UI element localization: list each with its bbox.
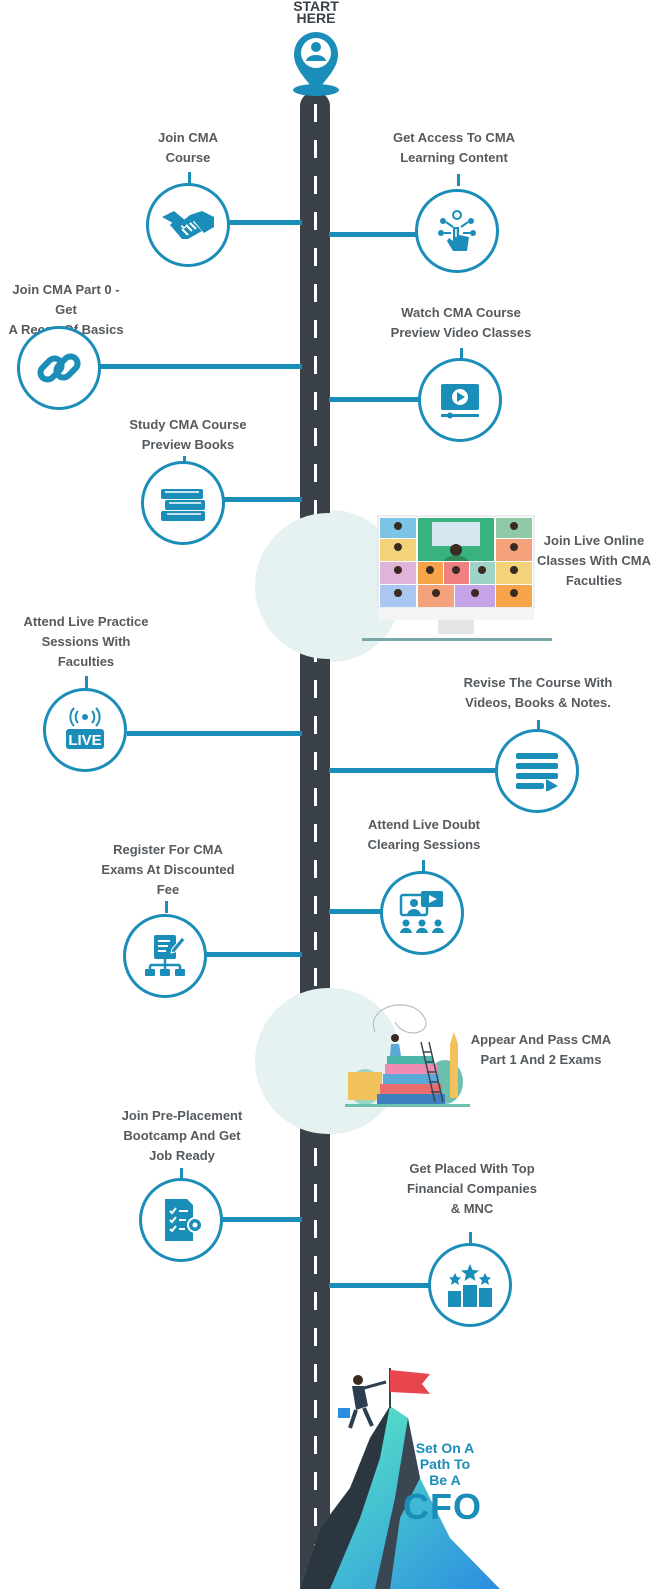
step-label-join-live-online: Join Live Online Classes With CMA Facult… (536, 533, 652, 588)
start-pin-icon (293, 32, 339, 96)
cfo-line-2: Path To (419, 1456, 471, 1472)
step-node-register-exams[interactable] (123, 914, 207, 998)
step-node-revise-course[interactable] (495, 729, 579, 813)
road-dash (314, 752, 317, 770)
podium-stars-icon (448, 1264, 492, 1307)
road-dash (314, 824, 317, 842)
step-label-get-access-content: Get Access To CMA Learning Content (392, 130, 516, 165)
cfo-title: CFO (403, 1486, 482, 1527)
step-label-get-placed: Get Placed With Top Financial Companies … (406, 1161, 538, 1216)
video-conference-illustration (362, 515, 552, 641)
road-dash (314, 248, 317, 266)
step-node-get-placed[interactable] (428, 1243, 512, 1327)
road-dash (314, 1148, 317, 1166)
road-dash (314, 1292, 317, 1310)
link-icon (37, 353, 81, 383)
cfo-line-3: Be A (429, 1472, 461, 1488)
road-dash (314, 104, 317, 122)
step-label-join-cma-course: Join CMA Course (158, 130, 218, 165)
road-dash (314, 392, 317, 410)
step-label-doubt-clearing: Attend Live Doubt Clearing Sessions (367, 817, 481, 852)
road-dash (314, 1184, 317, 1202)
road-dash (314, 968, 317, 986)
road-dash (314, 428, 317, 446)
touch-hand-icon (438, 210, 476, 251)
step-label-study-books: Study CMA Course Preview Books (129, 417, 247, 452)
step-node-doubt-clearing[interactable] (380, 871, 464, 955)
road-dash (314, 896, 317, 914)
road-dash (314, 860, 317, 878)
road-dash (314, 932, 317, 950)
step-node-attend-practice[interactable]: LIVE (43, 688, 127, 772)
checklist-gear-icon (165, 1199, 203, 1241)
road-dash (314, 680, 317, 698)
road-dash (314, 1220, 317, 1238)
mountain-climber-illustration (300, 1368, 500, 1589)
road-dash (314, 788, 317, 806)
step-node-watch-preview[interactable] (418, 358, 502, 442)
road-dash (314, 1400, 317, 1418)
road-dash (314, 1472, 317, 1490)
step-label-pass-exams: Appear And Pass CMA Part 1 And 2 Exams (470, 1032, 612, 1067)
road-dash (314, 1508, 317, 1526)
step-label-register-exams: Register For CMA Exams At Discounted Fee (101, 842, 235, 897)
road-dash (314, 140, 317, 158)
road-dash (314, 500, 317, 518)
road-dash (314, 320, 317, 338)
playlist-icon (516, 753, 558, 791)
here-text: HERE (296, 10, 336, 26)
road-dash (314, 1436, 317, 1454)
cfo-line-1: Set On A (415, 1440, 475, 1456)
start-here-label: START HERE (284, 0, 348, 26)
step-node-study-books[interactable] (141, 461, 225, 545)
road-dash (314, 356, 317, 374)
step-label-revise-course: Revise The Course With Videos, Books & N… (463, 675, 613, 710)
step-label-attend-practice: Attend Live Practice Sessions With Facul… (23, 614, 149, 669)
step-node-get-access-content[interactable] (415, 189, 499, 273)
road-dash (314, 1328, 317, 1346)
step-node-join-part-0[interactable] (17, 326, 101, 410)
books-icon (161, 489, 205, 521)
road-dash (314, 1256, 317, 1274)
road-dash (314, 284, 317, 302)
presentation-icon (399, 891, 444, 933)
register-icon (145, 935, 186, 976)
start-text: START (293, 0, 339, 14)
road-dash (314, 464, 317, 482)
road-dash (314, 212, 317, 230)
live-icon: LIVE (66, 707, 104, 749)
step-label-bootcamp: Join Pre-Placement Bootcamp And Get Job … (121, 1108, 243, 1163)
step-label-watch-preview: Watch CMA Course Preview Video Classes (390, 305, 532, 340)
video-play-icon (441, 384, 479, 419)
road-dash (314, 716, 317, 734)
step-node-join-cma-course[interactable] (146, 183, 230, 267)
handshake-icon (162, 211, 214, 239)
live-badge-text: LIVE (68, 732, 101, 749)
study-books-illustration (345, 1004, 470, 1107)
road-dash (314, 1364, 317, 1382)
road-dash (314, 176, 317, 194)
step-node-bootcamp[interactable] (139, 1178, 223, 1262)
